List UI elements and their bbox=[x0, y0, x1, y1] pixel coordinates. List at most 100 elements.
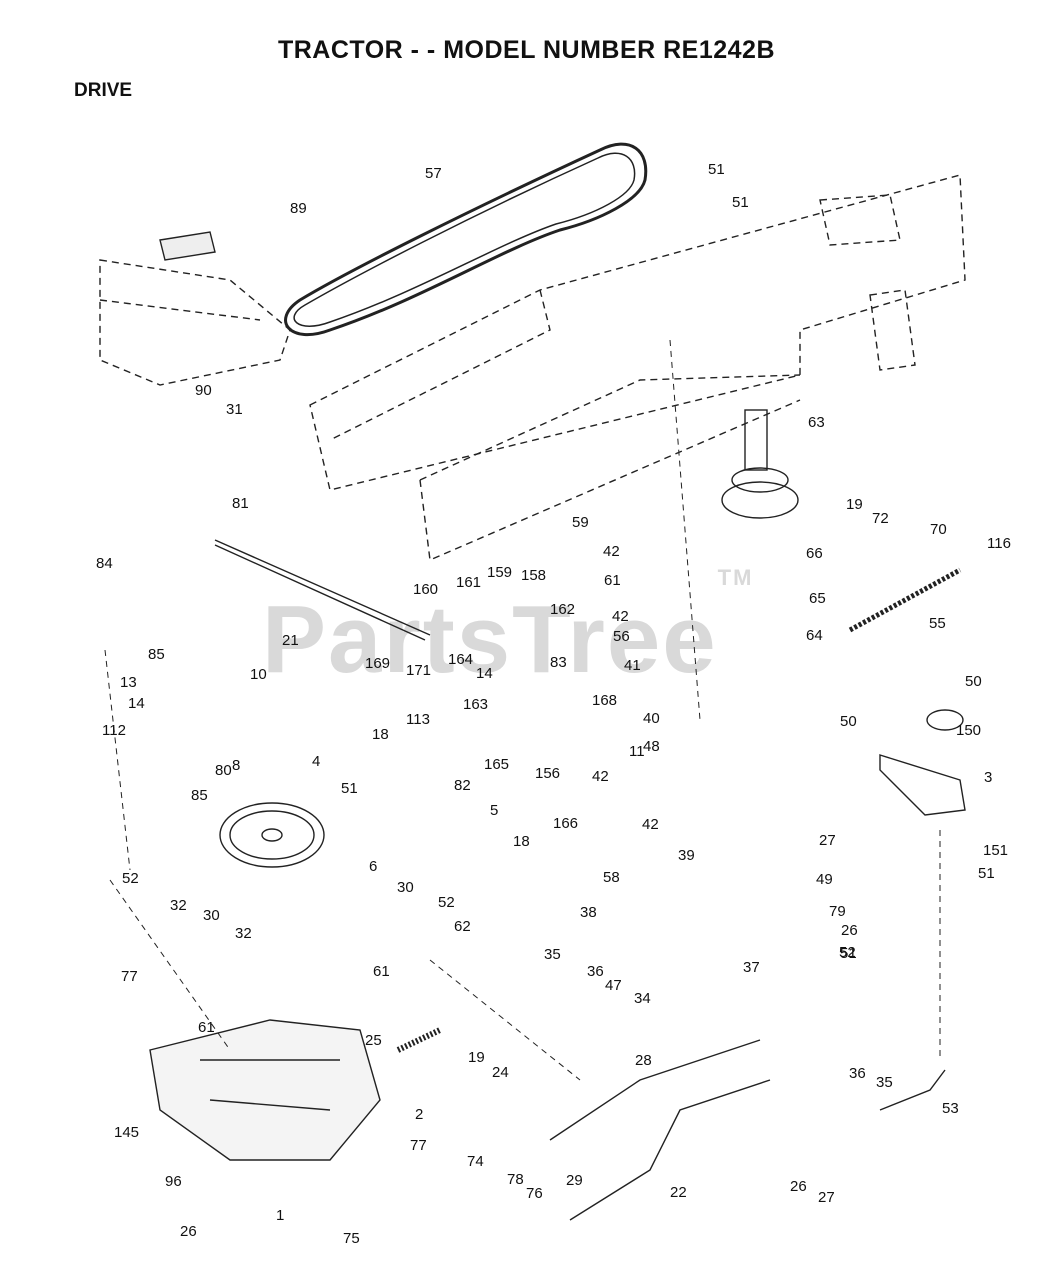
part-callout: 80 bbox=[215, 762, 232, 779]
part-callout: 77 bbox=[121, 968, 138, 985]
part-callout: 26 bbox=[180, 1223, 197, 1240]
part-callout: 37 bbox=[743, 959, 760, 976]
part-callout: 164 bbox=[448, 651, 473, 668]
part-callout: 22 bbox=[670, 1184, 687, 1201]
front-bracket bbox=[99, 259, 291, 386]
watermark-text: PartsTree bbox=[262, 586, 718, 693]
part-callout: 34 bbox=[634, 990, 651, 1007]
part-callout: 145 bbox=[114, 1124, 139, 1141]
part-callout: 21 bbox=[282, 632, 299, 649]
part-callout: 150 bbox=[956, 722, 981, 739]
part-callout: 53 bbox=[942, 1100, 959, 1117]
part-callout: 1 bbox=[276, 1207, 284, 1224]
part-callout: 26 bbox=[790, 1178, 807, 1195]
part-callout: 14 bbox=[128, 695, 145, 712]
part-callout: 40 bbox=[643, 710, 660, 727]
part-callout: 158 bbox=[521, 567, 546, 584]
chassis-frame bbox=[309, 174, 966, 562]
part-callout: 89 bbox=[290, 200, 307, 217]
part-callout: 42 bbox=[612, 608, 629, 625]
part-callout: 77 bbox=[410, 1137, 427, 1154]
pan-part bbox=[159, 231, 216, 261]
part-callout: 19 bbox=[468, 1049, 485, 1066]
part-callout: 30 bbox=[397, 879, 414, 896]
part-callout: 19 bbox=[846, 496, 863, 513]
part-callout: 27 bbox=[819, 832, 836, 849]
part-callout: 36 bbox=[849, 1065, 866, 1082]
drive-belt bbox=[284, 142, 648, 336]
part-callout: 26 bbox=[841, 922, 858, 939]
part-callout: 28 bbox=[635, 1052, 652, 1069]
part-callout: 39 bbox=[678, 847, 695, 864]
part-callout: 32 bbox=[170, 897, 187, 914]
part-callout: 59 bbox=[572, 514, 589, 531]
watermark-mark: TM bbox=[717, 565, 754, 590]
part-callout: 74 bbox=[467, 1153, 484, 1170]
part-callout: 10 bbox=[250, 666, 267, 683]
part-callout: 48 bbox=[643, 738, 660, 755]
part-callout: 42 bbox=[642, 816, 659, 833]
part-callout: 61 bbox=[604, 572, 621, 589]
guide-lines bbox=[104, 339, 941, 1081]
part-callout: 42 bbox=[603, 543, 620, 560]
part-callout: 161 bbox=[456, 574, 481, 591]
engine-pulley bbox=[721, 481, 799, 519]
part-callout: 64 bbox=[806, 627, 823, 644]
part-callout: 171 bbox=[406, 662, 431, 679]
part-callout: 29 bbox=[566, 1172, 583, 1189]
transaxle bbox=[149, 1019, 381, 1161]
part-callout: 52 bbox=[438, 894, 455, 911]
part-callout: 32 bbox=[235, 925, 252, 942]
part-callout: 78 bbox=[507, 1171, 524, 1188]
part-callout: 116 bbox=[987, 535, 1011, 552]
part-callout: 52 bbox=[122, 870, 139, 887]
part-callout: 163 bbox=[463, 696, 488, 713]
part-callout: 50 bbox=[965, 673, 982, 690]
part-callout: 51 bbox=[341, 780, 358, 797]
part-callout: 113 bbox=[406, 711, 430, 728]
shift-rod-22 bbox=[569, 1079, 771, 1221]
part-callout: 35 bbox=[544, 946, 561, 963]
part-callout: 75 bbox=[343, 1230, 360, 1247]
page-title: TRACTOR - - MODEL NUMBER RE1242B bbox=[277, 36, 776, 64]
part-callout: 162 bbox=[550, 601, 575, 618]
part-callout: 36 bbox=[587, 963, 604, 980]
spring-small bbox=[396, 1027, 442, 1053]
part-callout: 58 bbox=[603, 869, 620, 886]
part-callout: 31 bbox=[226, 401, 243, 418]
transmission-pulley bbox=[219, 802, 325, 868]
part-callout: 5 bbox=[490, 802, 498, 819]
part-callout: 85 bbox=[148, 646, 165, 663]
idler-bracket bbox=[879, 754, 966, 816]
part-callout: 65 bbox=[809, 590, 826, 607]
part-callout: 38 bbox=[580, 904, 597, 921]
drive-belt-inner bbox=[293, 152, 636, 327]
part-callout: 160 bbox=[413, 581, 438, 598]
part-callout: 83 bbox=[550, 654, 567, 671]
part-callout: 6 bbox=[369, 858, 377, 875]
part-callout: 51 bbox=[840, 945, 857, 962]
brake-rod bbox=[214, 539, 431, 641]
part-callout: 159 bbox=[487, 564, 512, 581]
watermark: PartsTreeTM bbox=[262, 565, 753, 695]
part-callout: 57 bbox=[425, 165, 442, 182]
part-callout: 35 bbox=[876, 1074, 893, 1091]
part-callout: 165 bbox=[484, 756, 509, 773]
part-callout: 168 bbox=[592, 692, 617, 709]
part-callout: 42 bbox=[592, 768, 609, 785]
part-callout: 24 bbox=[492, 1064, 509, 1081]
part-callout: 151 bbox=[983, 842, 1008, 859]
part-callout: 13 bbox=[120, 674, 137, 691]
part-callout: 14 bbox=[476, 665, 493, 682]
part-callout: 79 bbox=[829, 903, 846, 920]
part-callout: 96 bbox=[165, 1173, 182, 1190]
part-callout: 76 bbox=[526, 1185, 543, 1202]
part-callout: 25 bbox=[365, 1032, 382, 1049]
section-heading: DRIVE bbox=[74, 80, 133, 101]
brake-rod-53 bbox=[879, 1069, 946, 1111]
part-callout: 11 bbox=[629, 743, 645, 760]
part-callout: 62 bbox=[454, 918, 471, 935]
part-callout: 85 bbox=[191, 787, 208, 804]
